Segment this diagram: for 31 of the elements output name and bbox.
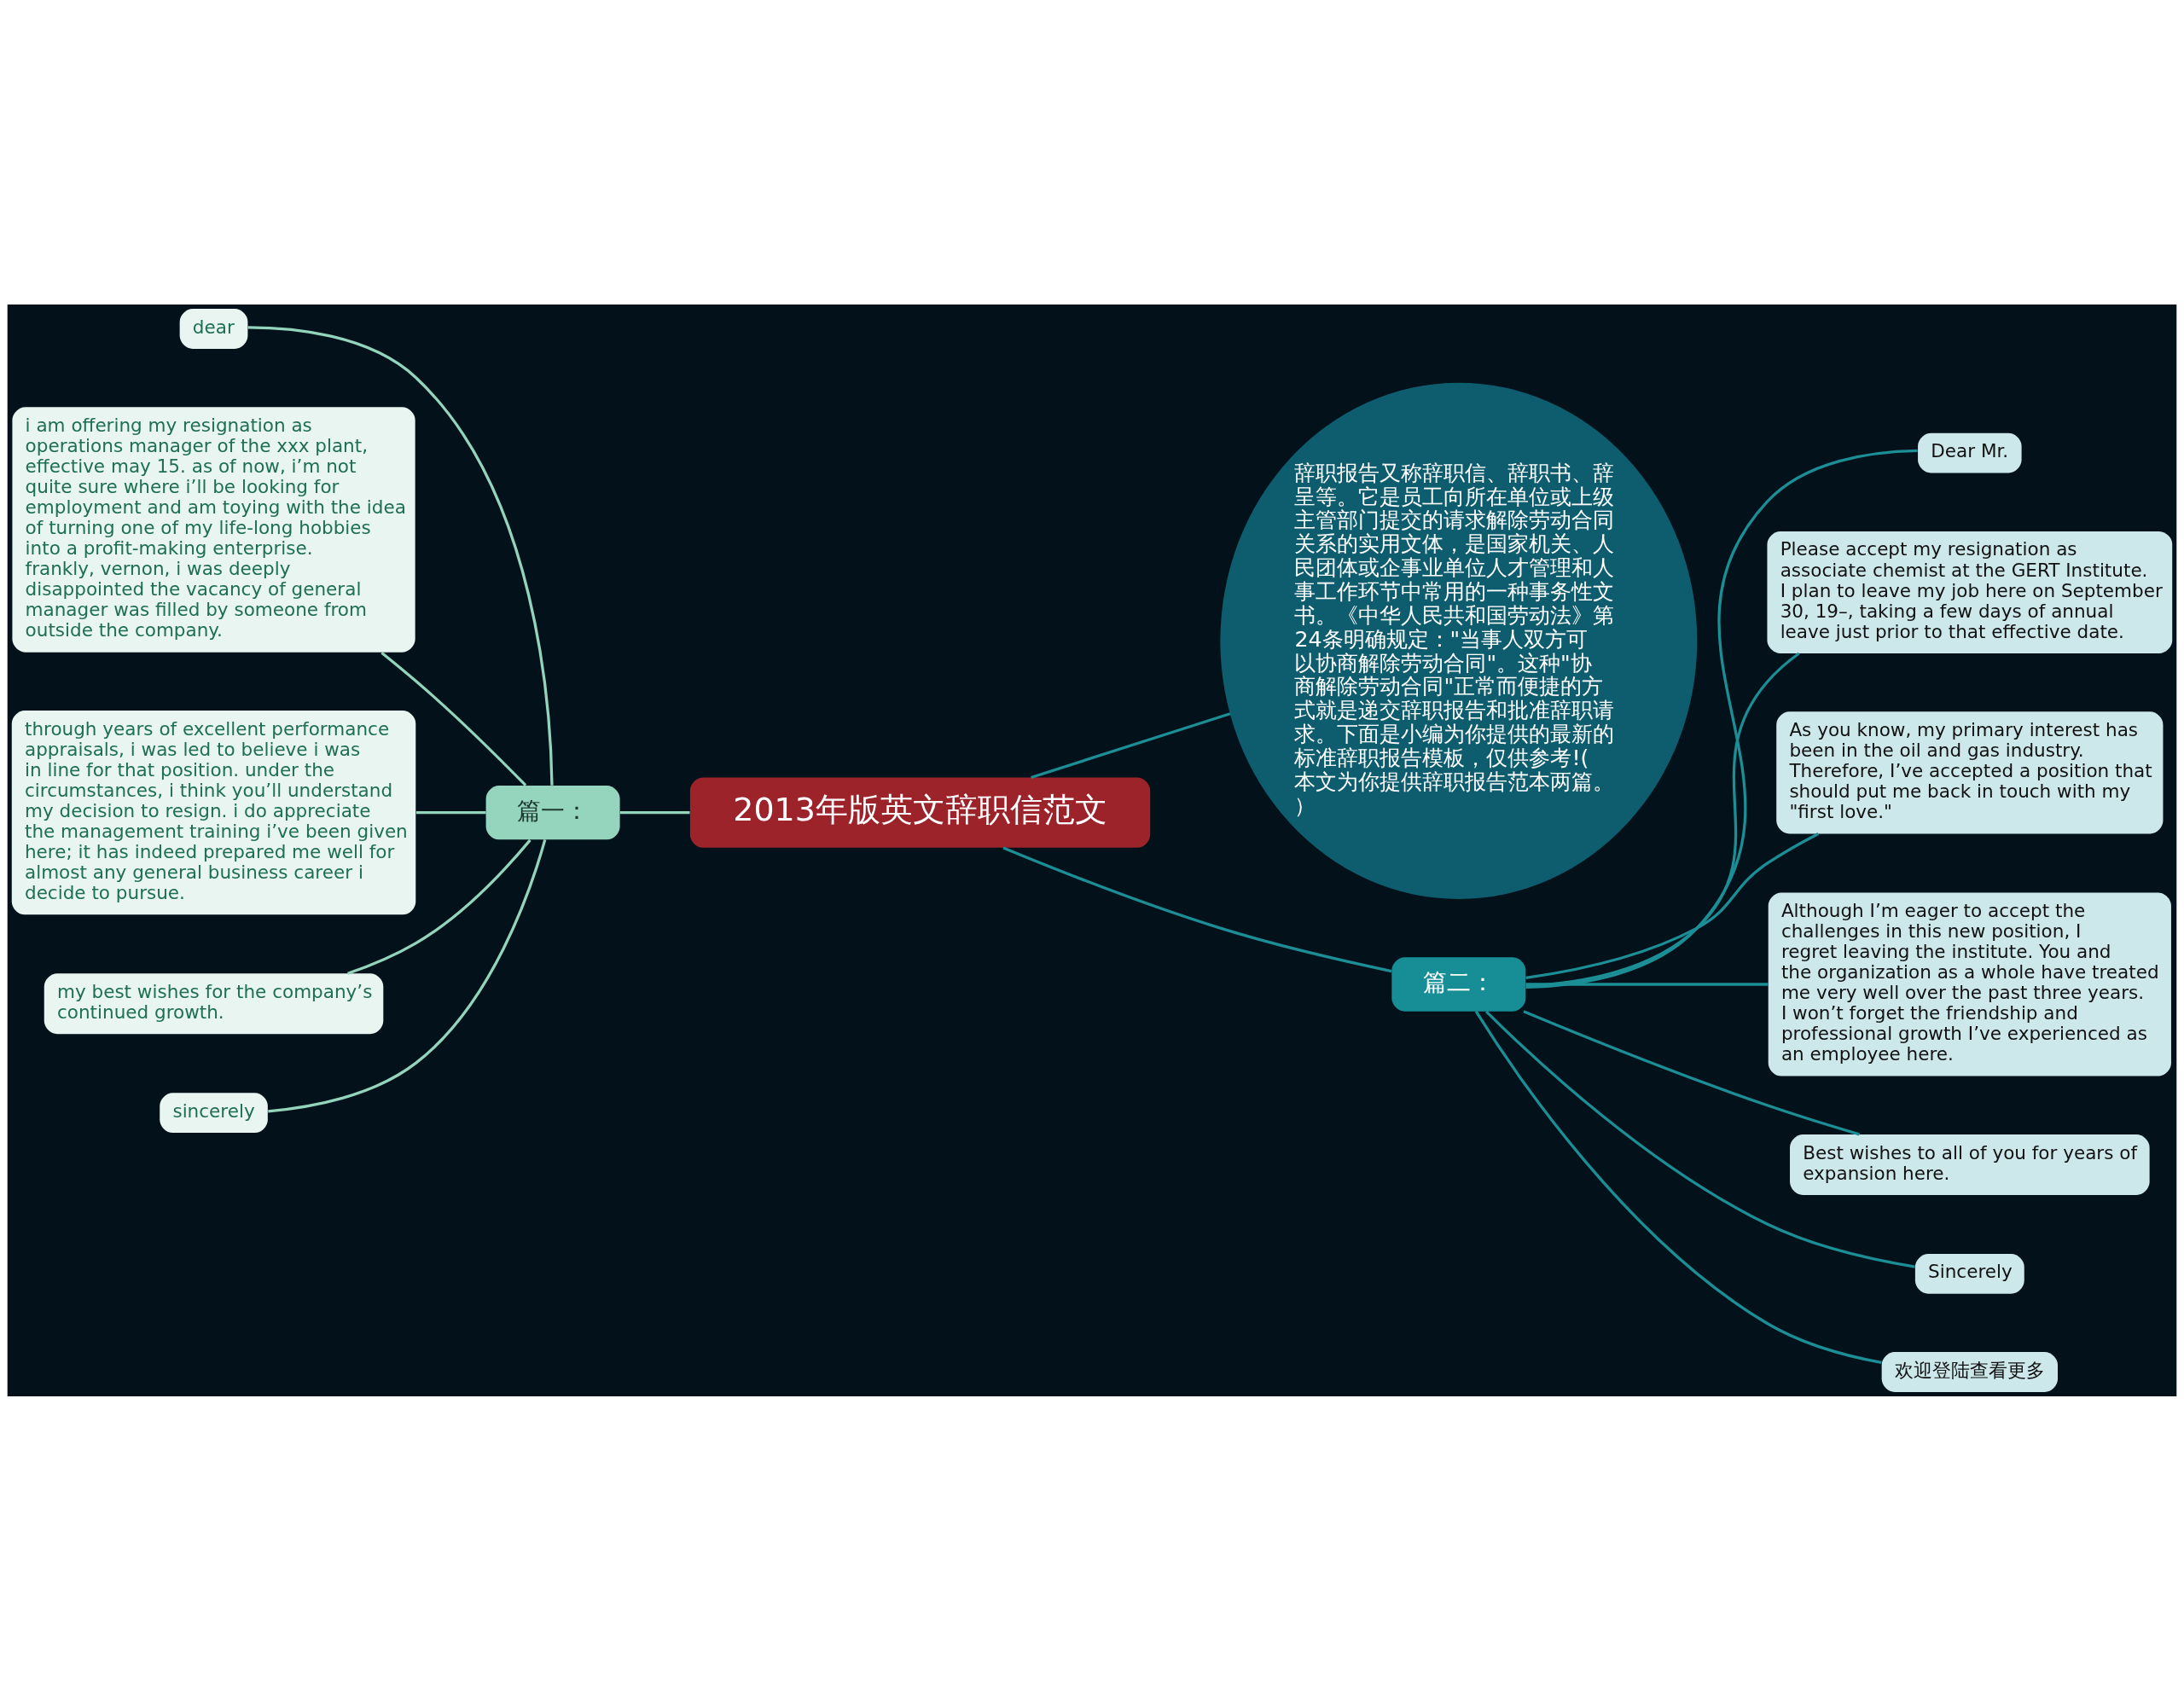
connector [1525, 832, 1820, 979]
connector [1525, 449, 1918, 989]
node-box: Best wishes to all of you for years of expansion here. [1790, 1134, 2150, 1195]
node-circle: 辞职报告又称辞职信、辞职书、辞呈等。它是员工向所在单位或上级主管部门提交的请求解除劳动合同关系的实用文体，是国家机关、人民团体或企事业单位人才管理和人事工作环节中常用的一种事务性文书。《中华人民共和国劳动法》第24条明确规定："当事人双方可以协商解除劳动合同"。这种"协商解除劳动合同"正常而便捷的方式就是递交辞职报告和批准辞职请求。下面是小编为你提供的最新的标准辞职报告模板，仅供参考!(本文为你提供辞职报告范本两篇。） [1220, 382, 1698, 899]
connector [347, 838, 531, 975]
connector [247, 325, 554, 786]
connector [1525, 982, 1769, 986]
node-box: Although I’m eager to accept the challenges in this new position, I regret leaving the institute. You and the organization as a whole have treated me very well over the past three years. I won’t forget the friendship and professional growth I’ve experienced as an employee here. [1768, 891, 2171, 1076]
node-box: 篇一： [485, 785, 620, 839]
connector [1485, 1010, 1915, 1268]
node-box: i am offering my resignation as operations manager of the xxx plant, effective may 15. as of now, i’m not quite sure where i’ll be looking for employment and am toying with the idea of turning one of my life-long hobbies into a profit-making enterprise. frankly, vernon, i was deeply disappointed the vacancy of general manager was filled by someone from outside the company. [12, 406, 415, 653]
node-box: sincerely [160, 1092, 268, 1133]
connector [380, 651, 527, 786]
node-box: my best wishes for the company’s continued growth. [44, 972, 384, 1034]
node-box: Sincerely [1914, 1253, 2024, 1294]
connector [1474, 1010, 1882, 1364]
node-box: As you know, my primary interest has been in the oil and gas industry. Therefore, I’ve accepted a position that should put me back in touch with my "first love." [1776, 711, 2164, 833]
connector [1525, 652, 1800, 987]
connector [619, 810, 690, 814]
node-box: 2013年版英文辞职信范文 [689, 777, 1151, 848]
node-box: dear [179, 308, 248, 349]
connector [1002, 845, 1392, 972]
connector [415, 810, 486, 814]
node-box: Dear Mr. [1918, 432, 2022, 473]
connector [1523, 1009, 1860, 1135]
node-box: 篇二： [1391, 956, 1526, 1012]
node-box: Please accept my resignation as associate chemist at the GERT Institute. I plan to leave my job here on September 30, 19–, taking a few days of annual leave just prior to that effective date. [1767, 531, 2173, 653]
connector [1031, 711, 1231, 779]
node-box: 欢迎登陆查看更多 [1881, 1351, 2058, 1392]
connector [268, 838, 547, 1112]
node-box: through years of excellent performance appraisals, i was led to believe i was in line for that position. under the circumstances, i think you’ll understand my decision to resign. i do appreciate the management training i’ve been given here; it has indeed prepared me well for almost any general business career i decide to pursue. [11, 710, 416, 914]
